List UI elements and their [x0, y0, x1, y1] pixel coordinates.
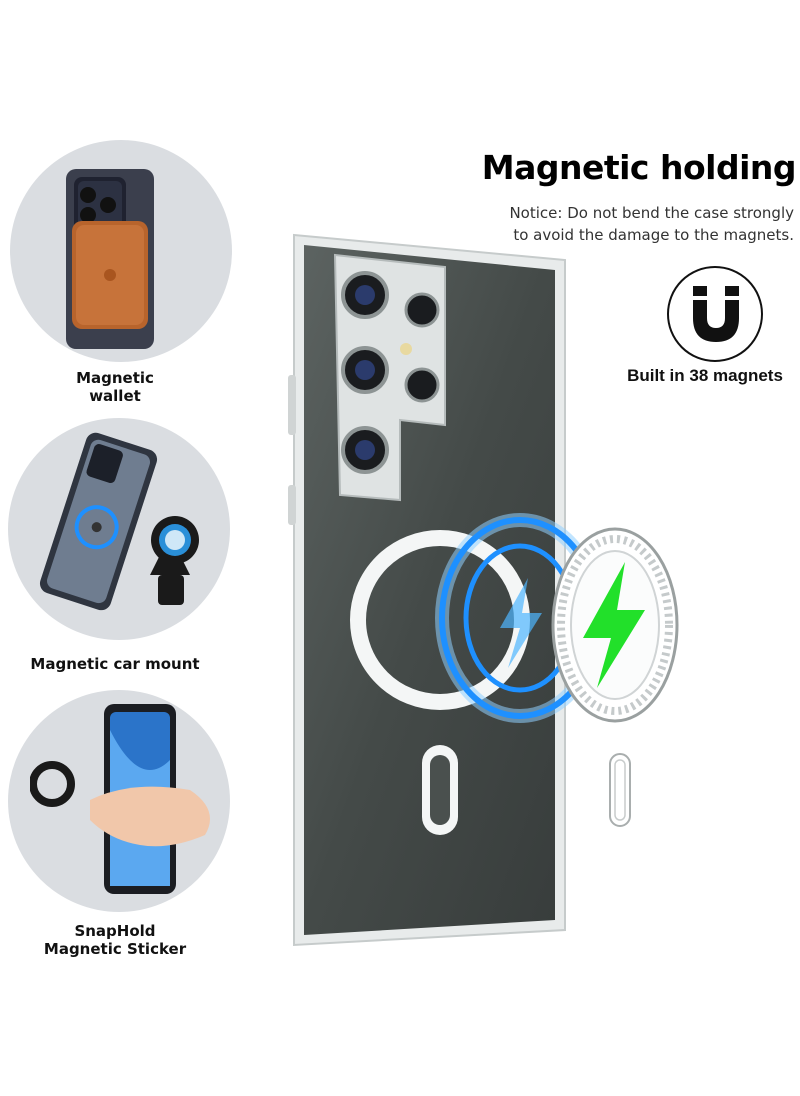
feature-label-snaphold: SnapHold Magnetic Sticker — [30, 922, 200, 958]
feature-label-car-mount: Magnetic car mount — [20, 655, 210, 673]
wallet-phone-image — [66, 169, 154, 349]
car-mount-image — [39, 432, 199, 611]
feature-label-wallet-line2: wallet — [89, 387, 141, 405]
magnet-count-label: Built in 38 magnets — [627, 366, 783, 385]
page-title: Magnetic holding — [481, 148, 797, 187]
feature-label-snaphold-line2: Magnetic Sticker — [43, 940, 187, 958]
notice-line-1: Notice: Do not bend the case strongly — [509, 204, 794, 222]
horseshoe-magnet-icon — [693, 286, 739, 342]
feature-label-snaphold-line1: SnapHold — [74, 922, 156, 940]
feature-label-car-mount-line1: Magnetic car mount — [30, 655, 200, 673]
alignment-magnet-piece-icon — [609, 753, 631, 827]
magnet-badge — [667, 266, 763, 362]
notice-line-2: to avoid the damage to the magnets. — [513, 226, 794, 244]
feature-label-wallet-line1: Magnetic — [76, 369, 154, 387]
phone-case-image — [288, 233, 566, 947]
magnet-ring-lightning-icon — [551, 527, 679, 723]
notice-text: Notice: Do not bend the case strongly to… — [420, 202, 794, 246]
snaphold-sticker-image — [30, 704, 210, 894]
feature-label-wallet: Magnetic wallet — [40, 369, 190, 405]
